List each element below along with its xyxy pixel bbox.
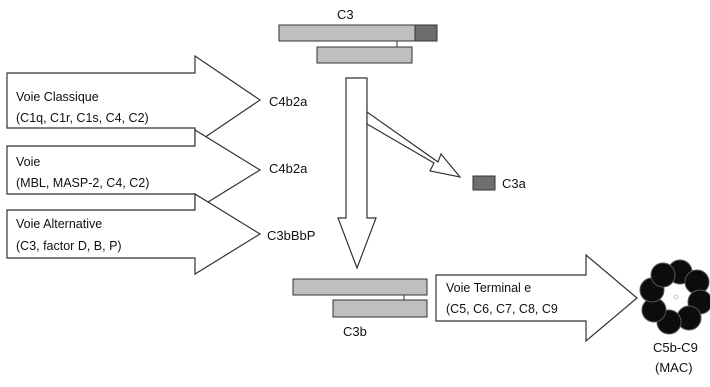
classical-pathway-arrow [6, 54, 262, 146]
terminal-pathway-arrow [435, 253, 638, 343]
terminal-pathway-components: (C5, C6, C7, C8, C9 [446, 302, 558, 316]
alternative-pathway-title: Voie Alternative [16, 217, 102, 231]
c3b-molecule [292, 278, 428, 318]
c3a-label: C3a [502, 176, 527, 191]
lectin-convertase-label: C4b2a [269, 161, 308, 176]
alternative-convertase-label: C3bBbP [267, 228, 315, 243]
c3b-upper-chain [292, 278, 428, 296]
alternative-pathway-arrow [6, 192, 262, 276]
mac-complex-icon [639, 259, 710, 335]
c3a-release-arrow [366, 110, 462, 178]
c3-upper-chain [278, 24, 416, 42]
c3a-fragment [472, 175, 496, 191]
c3-molecule [278, 24, 438, 64]
c3-label: C3 [337, 7, 354, 22]
c3-lower-chain [316, 46, 413, 64]
mac-label: C5b-C9 [653, 340, 698, 355]
alternative-pathway-components: (C3, factor D, B, P) [16, 239, 122, 253]
cleavage-down-arrow [337, 77, 377, 270]
classical-pathway-title: Voie Classique [16, 90, 99, 104]
mac-sublabel: (MAC) [655, 360, 693, 375]
c3b-lower-chain [332, 299, 428, 318]
terminal-pathway-title: Voie Terminal e [446, 281, 531, 295]
c3a-fragment-on-c3 [414, 24, 438, 42]
lectin-pathway-components: (MBL, MASP-2, C4, C2) [16, 176, 149, 190]
lectin-pathway-title: Voie [16, 155, 40, 169]
lectin-pathway-arrow [6, 128, 262, 212]
classical-convertase-label: C4b2a [269, 94, 308, 109]
classical-pathway-components: (C1q, C1r, C1s, C4, C2) [16, 111, 149, 125]
c3b-label: C3b [343, 324, 367, 339]
